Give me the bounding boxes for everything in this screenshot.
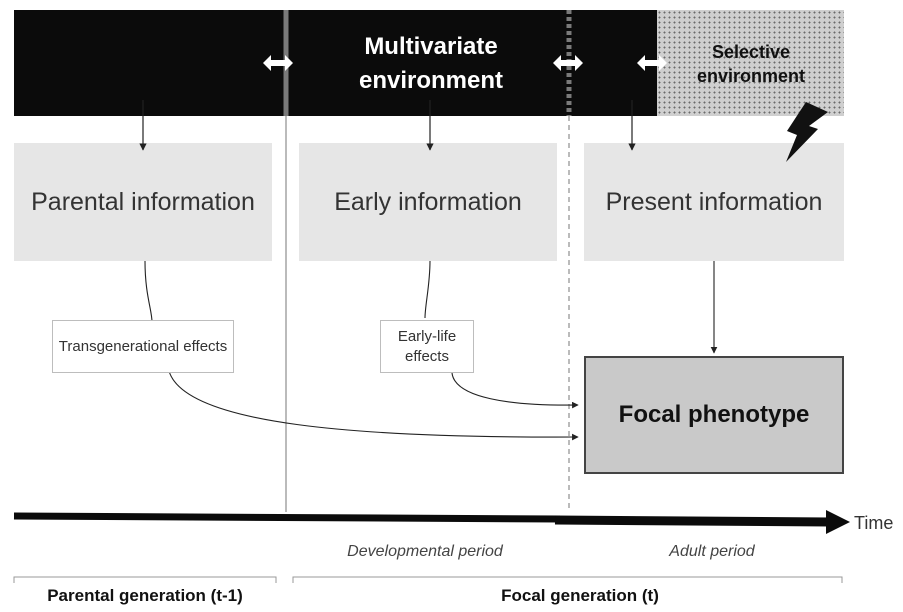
- developmental-period-label: Developmental period: [347, 543, 503, 560]
- timeline-parental-segment: [13, 512, 561, 523]
- time-label: Time: [854, 513, 894, 533]
- arrow-transgenerational-to-focal: [168, 370, 579, 441]
- arrow-earlylife-to-focal: [451, 372, 579, 409]
- bracket-parental-generation: [13, 576, 277, 583]
- selective-environment-title: Selective environment: [696, 42, 806, 86]
- timeline-focal-segment: [554, 515, 831, 527]
- multivariate-environment-title: Multivariate environment: [358, 33, 504, 94]
- transgenerational-effects-box: Transgenerational effects: [52, 320, 234, 373]
- parental-generation-label: Parental generation (t-1): [47, 586, 243, 605]
- double-arrow-icon: [637, 55, 667, 71]
- double-arrow-icon: [263, 55, 293, 71]
- focal-phenotype-box: Focal phenotype: [584, 356, 844, 474]
- bracket-focal-generation: [292, 576, 843, 583]
- double-arrow-icon: [553, 55, 583, 71]
- early-information-box: Early information: [299, 143, 557, 261]
- early-life-effects-box: Early-life effects: [380, 320, 474, 373]
- present-information-box: Present information: [584, 143, 844, 261]
- parental-information-box: Parental information: [14, 143, 272, 261]
- selective-environment-area: [657, 10, 844, 116]
- connector-parental-to-effect: [144, 260, 153, 323]
- timeline-arrowhead: [826, 510, 850, 534]
- connector-early-to-effect: [424, 260, 431, 319]
- adult-period-label: Adult period: [669, 543, 755, 560]
- lightning-icon: [786, 102, 828, 162]
- focal-generation-label: Focal generation (t): [501, 586, 659, 605]
